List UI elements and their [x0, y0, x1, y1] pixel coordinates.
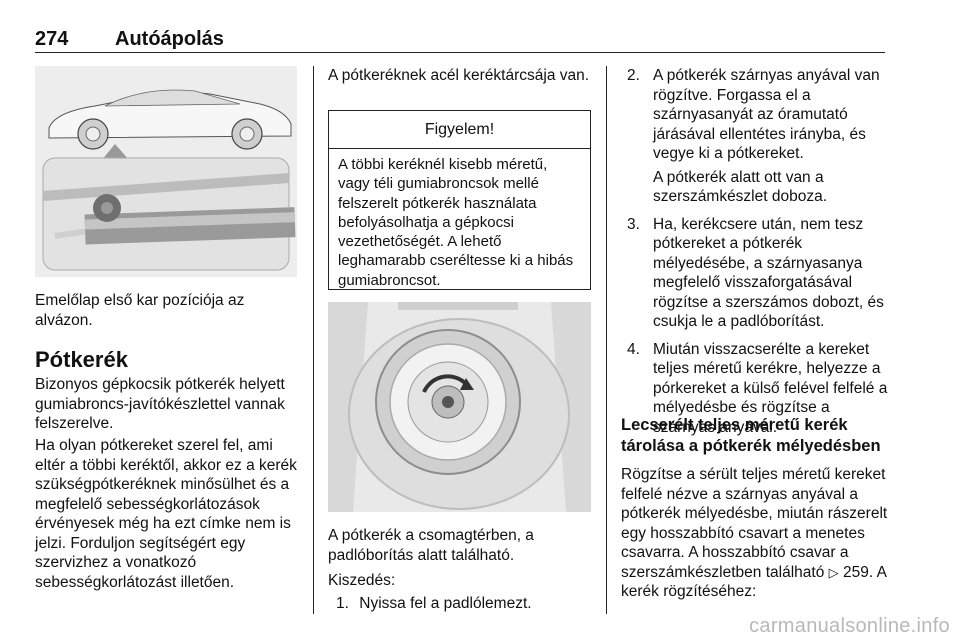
step-2-note: A pótkerék alatt ott van a szerszámkészl…	[653, 168, 828, 206]
store-wheel-heading: Lecserélt teljes méretű kerék tárolása a…	[621, 416, 881, 455]
store-wheel-text-end: A kerék rögzítéséhez:	[621, 563, 887, 601]
warning-body: A többi keréknél kisebb méretű, vagy tél…	[338, 156, 574, 289]
spare-wheel-heading: Pótkerék	[35, 347, 128, 372]
step-2-text: A pótkerék szárnyas anyával van rögzítve…	[653, 67, 880, 162]
column-divider-right	[606, 66, 607, 614]
step-2-number: 2.	[627, 67, 640, 84]
watermark: carmanualsonline.info	[749, 615, 950, 637]
step-1: 1. Nyissa fel a padlólemezt.	[336, 594, 596, 614]
speed-restriction-paragraph: Ha olyan pótkereket szerel fel, ami elté…	[35, 437, 297, 591]
warning-title: Figyelem!	[329, 111, 590, 149]
step-3-text: Ha, kerékcsere után, nem tesz pótkereket…	[653, 215, 884, 331]
page-reference-link[interactable]: 259.	[842, 563, 874, 581]
page-number: 274	[35, 28, 69, 50]
store-wheel-text: Rögzítse a sérült teljes méretű kereket …	[621, 466, 888, 581]
step-4: 4. Miután visszacserélte a kereket telje…	[627, 340, 889, 438]
store-wheel-paragraph: Rögzítse a sérült teljes méretű kereket …	[621, 465, 891, 602]
steel-rim-text: A pótkeréknek acél keréktárcsája van.	[328, 67, 590, 84]
page-reference-arrow-icon: ▷	[828, 564, 839, 580]
step-4-text: Miután visszacserélte a kereket teljes m…	[653, 340, 888, 436]
step-4-number: 4.	[627, 340, 640, 358]
middle-figure-caption: A pótkerék a csomagtérben, a padlóborítá…	[328, 527, 534, 564]
step-2: 2. A pótkerék szárnyas anyával van rögzí…	[627, 66, 889, 207]
step-1-text: Nyissa fel a padlólemezt.	[359, 595, 532, 612]
intro-paragraph: Bizonyos gépkocsik pótkerék helyett gumi…	[35, 376, 285, 432]
spare-wheel-svg	[328, 302, 591, 512]
warning-box: Figyelem! A többi keréknél kisebb méretű…	[328, 110, 591, 290]
page-header: 274 Autóápolás	[35, 28, 885, 52]
spare-wheel-in-trunk-illustration	[328, 302, 591, 512]
column-divider-left	[313, 66, 314, 614]
removal-steps-list: 2. A pótkerék szárnyas anyával van rögzí…	[627, 66, 889, 437]
removal-label: Kiszedés:	[328, 572, 396, 589]
header-rule	[35, 52, 885, 53]
car-jack-position-illustration	[35, 66, 297, 277]
step-1-number: 1.	[336, 595, 349, 612]
left-figure-caption: Emelőlap első kar pozíciója az alvázon.	[35, 292, 245, 329]
car-jack-position-svg	[35, 66, 297, 277]
step-3: 3. Ha, kerékcsere után, nem tesz pótkere…	[627, 215, 889, 332]
chapter-title: Autóápolás	[115, 28, 224, 50]
step-3-number: 3.	[627, 215, 640, 233]
